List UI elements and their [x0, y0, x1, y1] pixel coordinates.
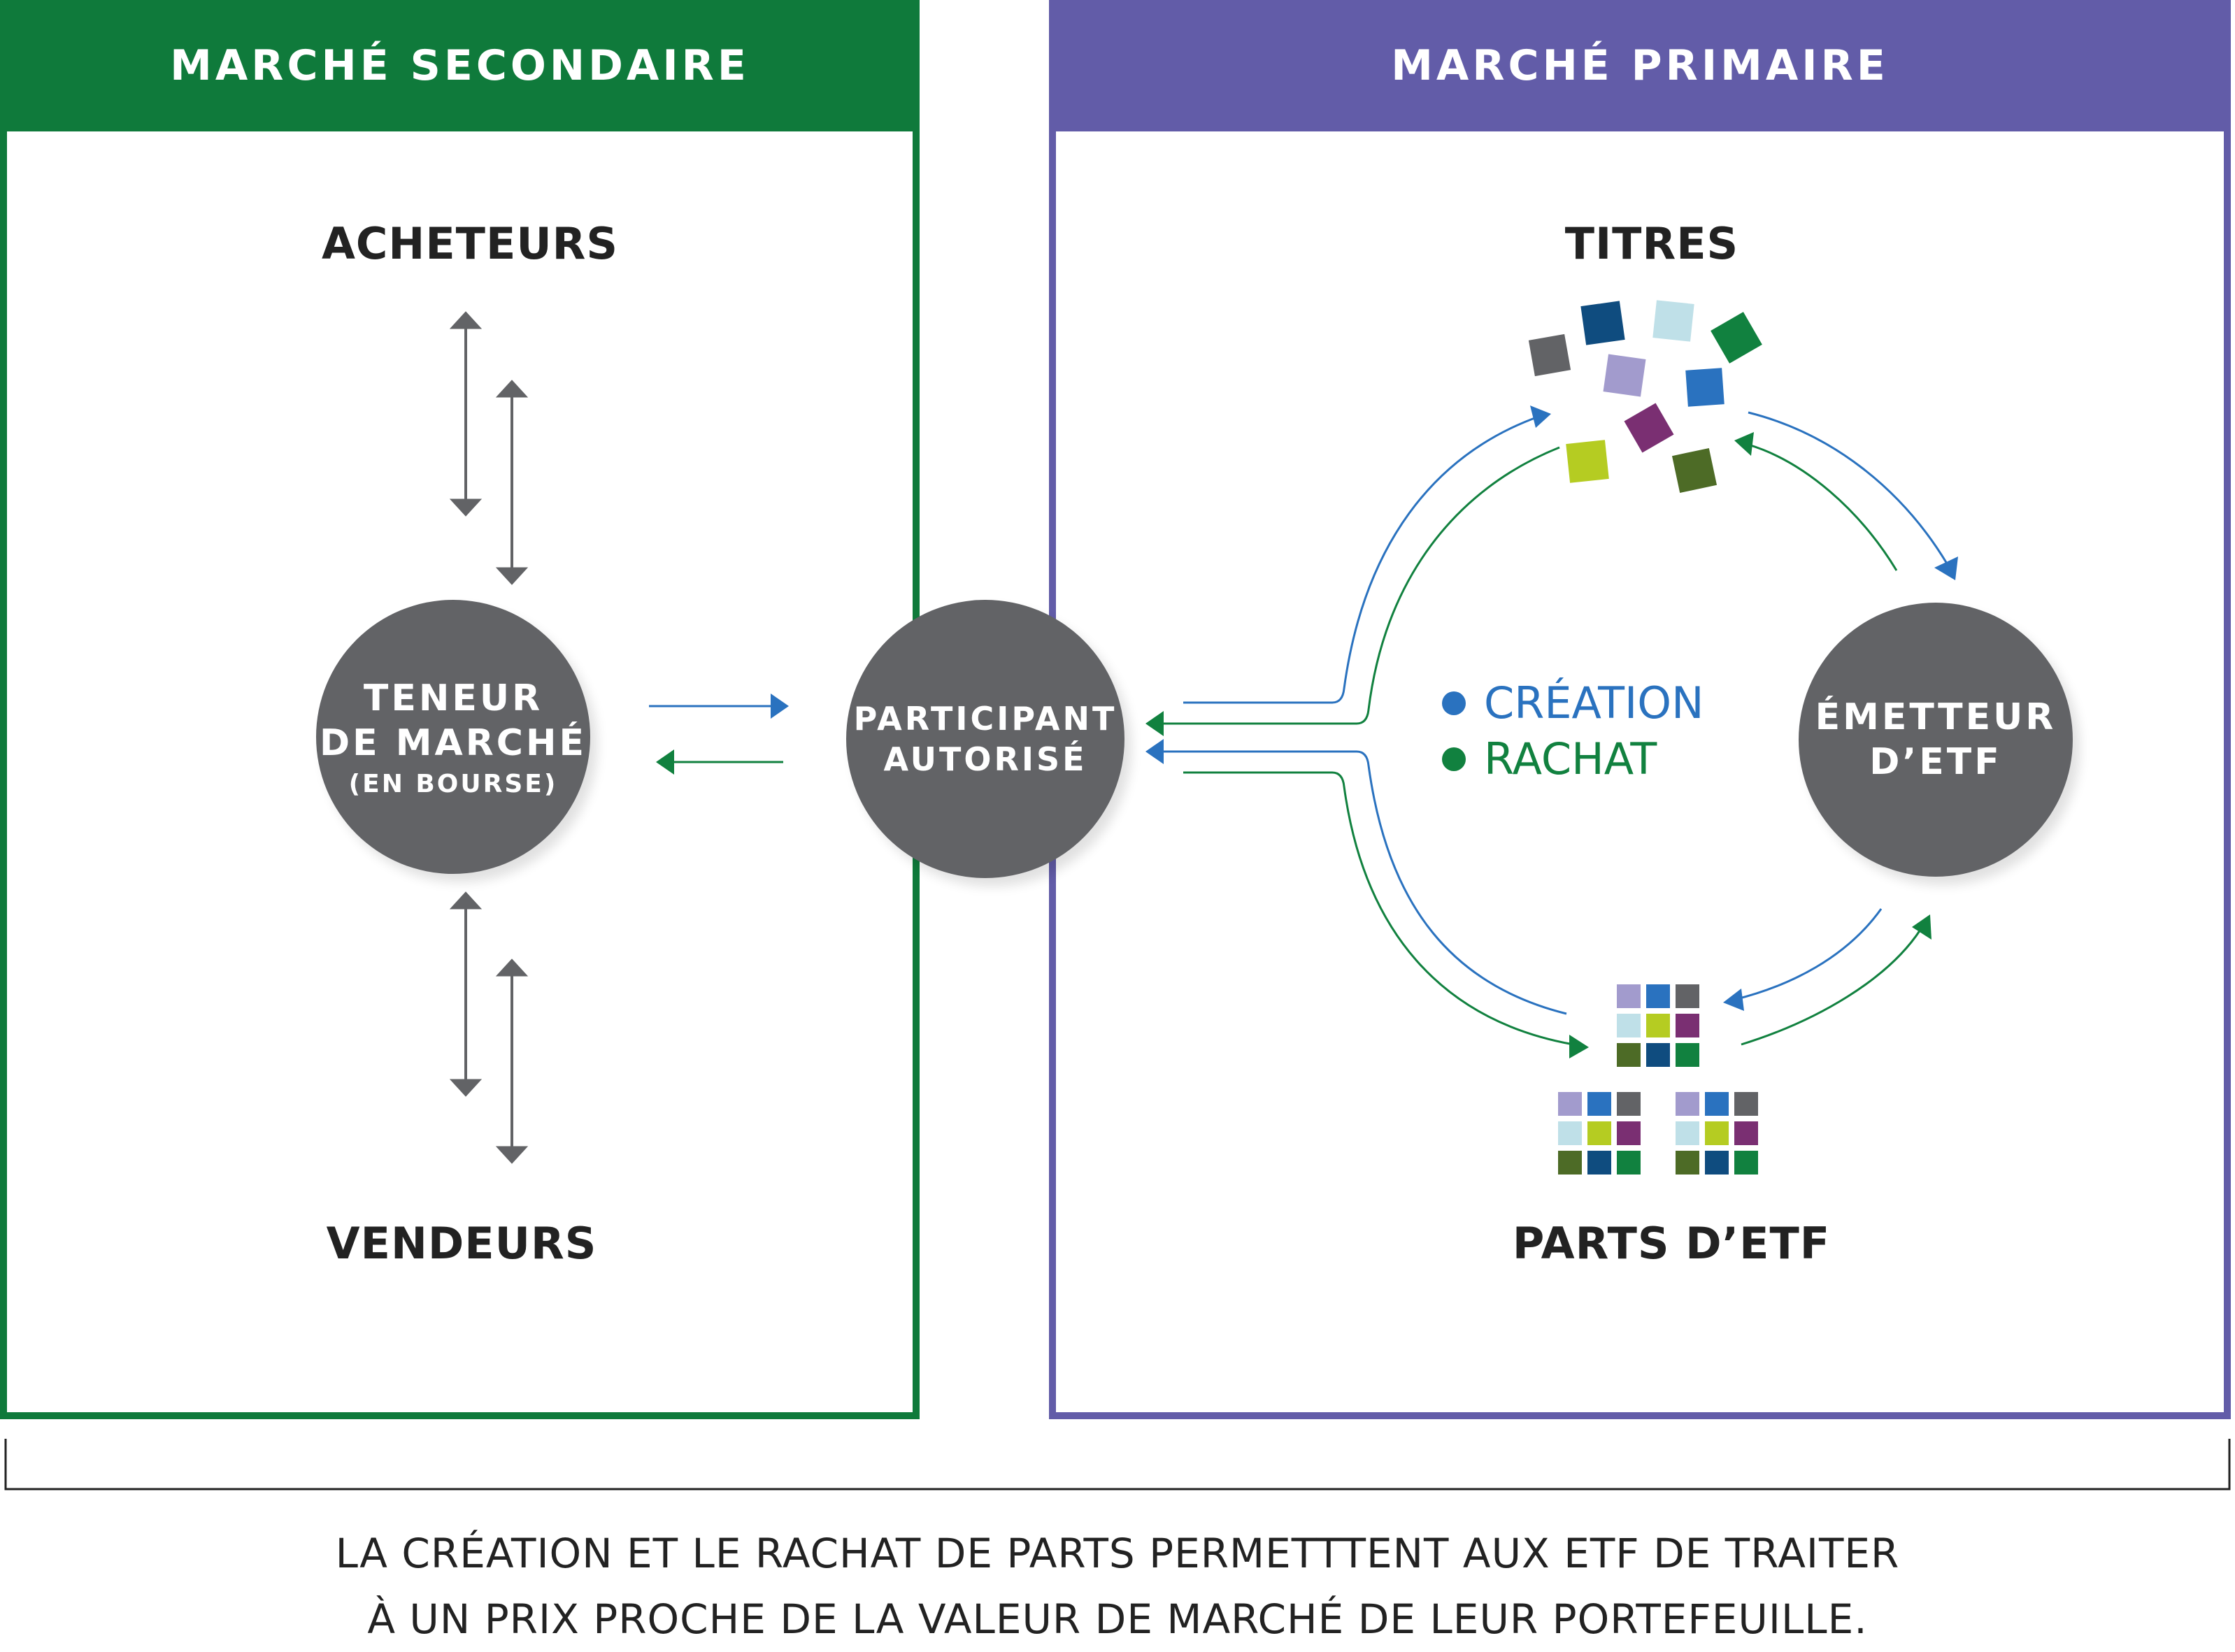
- security-square-icon: [1624, 403, 1674, 453]
- securities-icon-cluster: [1528, 300, 1762, 494]
- legend-creation-label: CRÉATION: [1484, 677, 1704, 728]
- rachat-dot-icon: [1442, 747, 1466, 771]
- legend: CRÉATION RACHAT: [1442, 675, 1704, 787]
- authorized-participant-node: PARTICIPANT AUTORISÉ: [846, 600, 1124, 878]
- security-square-icon: [1580, 301, 1625, 345]
- security-square-icon: [1652, 300, 1694, 342]
- market-maker-line3: (EN BOURSE): [348, 769, 558, 798]
- ap-bottom-connector: [1145, 739, 1589, 1058]
- etf-issuer-line1: ÉMETTEUR: [1815, 696, 2057, 738]
- rachat-arrow-left-icon: [656, 749, 783, 775]
- etf-issuer-line2: D’ETF: [1869, 741, 2002, 783]
- market-maker-line1: TENEUR: [363, 677, 543, 719]
- titres-emetteur-arrows: [1734, 411, 1958, 580]
- security-square-icon: [1685, 368, 1725, 407]
- footer-line2: À UN PRIX PROCHE DE LA VALEUR DE MARCHÉ …: [367, 1595, 1868, 1643]
- sellers-double-arrow-icon: [449, 891, 529, 1164]
- sellers-label: VENDEURS: [326, 1218, 597, 1269]
- secondary-market-header: MARCHÉ SECONDAIRE: [0, 0, 920, 131]
- legend-creation: CRÉATION: [1442, 675, 1704, 731]
- bracket-icon: [4, 1439, 2231, 1491]
- creation-dot-icon: [1442, 691, 1466, 715]
- secondary-market-title: MARCHÉ SECONDAIRE: [170, 41, 750, 90]
- emetteur-parts-arrows: [1723, 908, 1931, 1046]
- security-square-icon: [1671, 447, 1718, 494]
- market-maker-line2: DE MARCHÉ: [319, 721, 587, 764]
- creation-arrow-right-icon: [649, 694, 789, 719]
- etf-shares-label: PARTS D’ETF: [1512, 1218, 1831, 1269]
- buyers-double-arrow-icon: [449, 311, 529, 585]
- security-square-icon: [1603, 354, 1646, 397]
- etf-issuer-node: ÉMETTEUR D’ETF: [1799, 603, 2073, 877]
- etf-share-grid-icon-right: [1676, 1092, 1758, 1175]
- primary-market-header: MARCHÉ PRIMAIRE: [1049, 0, 2231, 131]
- securities-label: TITRES: [1564, 218, 1739, 269]
- authorized-participant-line1: PARTICIPANT: [853, 700, 1118, 738]
- buyers-label: ACHETEURS: [321, 218, 619, 269]
- primary-market-title: MARCHÉ PRIMAIRE: [1391, 41, 1889, 90]
- footer-caption: LA CRÉATION ET LE RACHAT DE PARTS PERMET…: [0, 1521, 2235, 1652]
- legend-rachat: RACHAT: [1442, 731, 1704, 787]
- security-square-icon: [1528, 333, 1571, 377]
- authorized-participant-line2: AUTORISÉ: [883, 740, 1087, 778]
- security-square-icon: [1711, 312, 1762, 364]
- etf-share-grid-icon-left: [1558, 1092, 1641, 1175]
- legend-rachat-label: RACHAT: [1484, 733, 1657, 784]
- footer-line1: LA CRÉATION ET LE RACHAT DE PARTS PERMET…: [335, 1530, 1900, 1577]
- etf-share-grid-icon-top: [1617, 984, 1699, 1067]
- security-square-icon: [1566, 440, 1609, 483]
- market-maker-node: TENEUR DE MARCHÉ (EN BOURSE): [316, 600, 590, 874]
- ap-top-connector: [1145, 405, 1560, 736]
